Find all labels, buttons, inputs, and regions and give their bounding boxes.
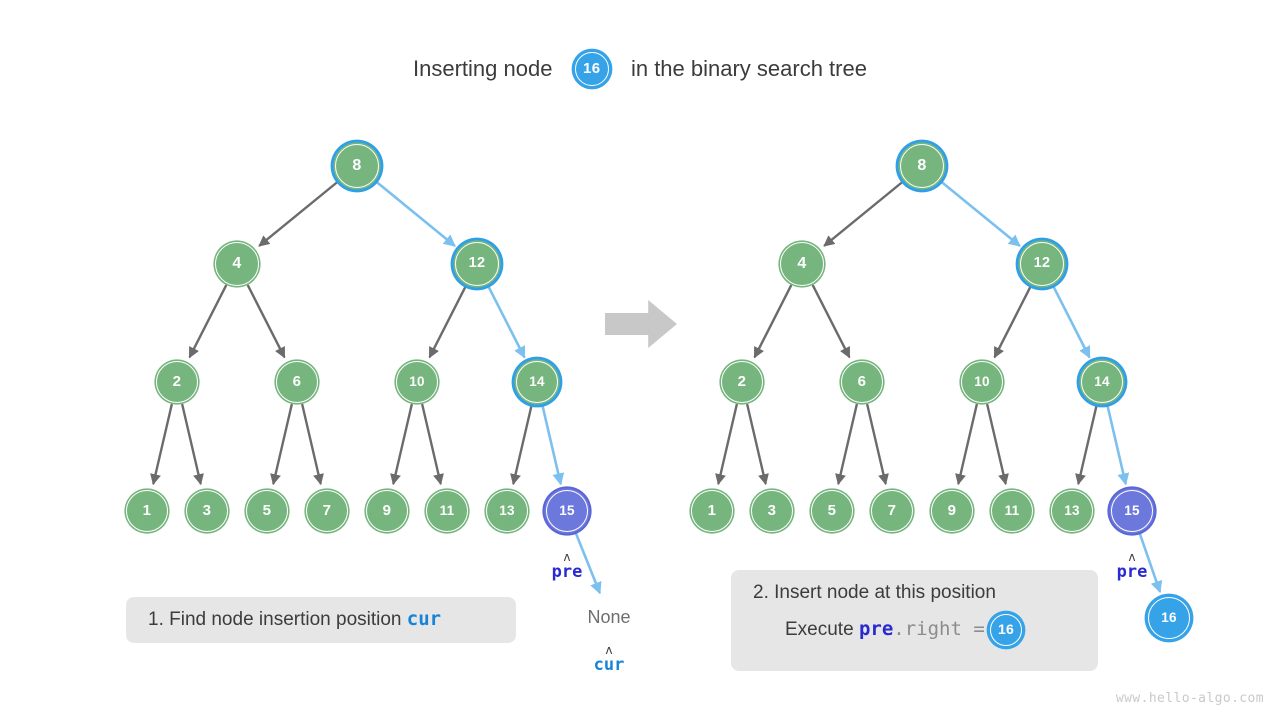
tree-edge <box>715 403 738 486</box>
caption-2-execute-text: Execute <box>785 618 854 640</box>
tree-node-1: 1 <box>691 490 733 532</box>
tree-edge <box>1106 403 1130 486</box>
tree-edge <box>374 180 456 247</box>
none-text: None <box>587 607 631 627</box>
pointer-label-pre-text: pre <box>551 562 583 582</box>
tree-edge <box>866 403 889 486</box>
tree-edge <box>181 403 204 486</box>
pointer-label-pre-text: pre <box>1116 562 1148 582</box>
tree-edge <box>753 284 793 359</box>
tree-node-5: 5 <box>246 490 288 532</box>
caption-2-code-pre: pre <box>858 617 894 640</box>
caret-up-icon: ʌ <box>1128 550 1136 564</box>
tree-edge <box>746 403 769 486</box>
caption-1-text: 1. Find node insertion position <box>148 609 402 631</box>
tree-edge <box>823 180 905 247</box>
tree-edge <box>541 403 565 486</box>
caption-2-code-right: .right = <box>893 617 985 640</box>
tree-node-3: 3 <box>186 490 228 532</box>
tree-edge <box>150 403 173 486</box>
pointer-label-cur-text: cur <box>593 655 625 675</box>
caption-2-node-16: 16 <box>990 613 1023 646</box>
tree-edge <box>486 284 526 359</box>
caption-step-2: 2. Insert node at this position Execute … <box>731 570 1098 671</box>
tree-edge <box>270 403 293 486</box>
tree-edge <box>246 284 286 359</box>
tree-node-11: 11 <box>426 490 468 532</box>
tree-edge <box>955 403 978 486</box>
tree-edge <box>390 403 413 486</box>
tree-edge <box>258 180 340 247</box>
caption-2-line1: 2. Insert node at this position <box>753 582 996 603</box>
tree-edge <box>986 403 1009 486</box>
title-prefix: Inserting node <box>413 56 553 81</box>
tree-edge <box>301 403 324 486</box>
tree-edge <box>811 284 851 359</box>
title-suffix: in the binary search tree <box>630 56 867 81</box>
caret-up-icon: ʌ <box>563 550 571 564</box>
tree-node-9: 9 <box>366 490 408 532</box>
tree-edge <box>188 284 228 359</box>
caption-step-1: 1. Find node insertion position cur <box>126 597 516 643</box>
tree-node-7: 7 <box>306 490 348 532</box>
tree-node-6: 6 <box>841 361 883 403</box>
tree-edge <box>939 180 1021 247</box>
tree-node-14: 14 <box>1081 361 1123 403</box>
tree-edge <box>1075 403 1098 486</box>
caption-1-code-cur: cur <box>406 608 442 631</box>
caret-up-icon: ʌ <box>605 643 613 657</box>
transition-arrow-icon <box>605 300 677 348</box>
tree-edge <box>421 403 444 486</box>
tree-edge <box>993 284 1033 359</box>
tree-edge <box>510 403 533 486</box>
tree-edge <box>574 531 602 595</box>
tree-edge <box>428 284 468 359</box>
tree-edge <box>1051 284 1091 359</box>
watermark: www.hello-algo.com <box>1115 691 1264 706</box>
tree-edge <box>835 403 858 486</box>
tree-edge <box>1138 531 1163 594</box>
